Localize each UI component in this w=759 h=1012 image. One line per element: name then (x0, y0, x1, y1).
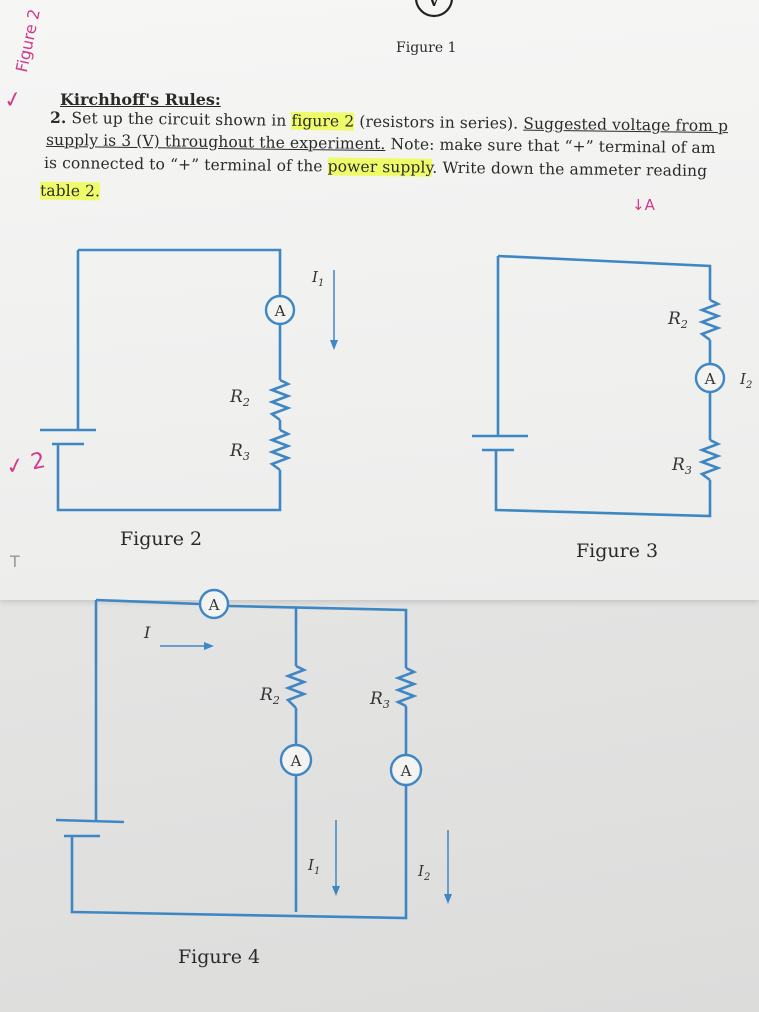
margin-t-note: T (10, 552, 20, 571)
figure3-ammeter-label: A (704, 370, 716, 388)
figure2-resistor-r3 (268, 428, 292, 472)
figure3-wires (494, 254, 712, 518)
figure3-ammeter (694, 362, 726, 394)
figure1-caption: Figure 1 (396, 40, 457, 56)
line1-underlined: Suggested voltage from p (523, 114, 729, 136)
figure4-caption: Figure 4 (178, 946, 261, 968)
figure2-ammeter (264, 294, 296, 326)
figure3-resistor-r3 (698, 438, 722, 482)
figure4-right-ammeter (389, 753, 423, 787)
figure4-i2-label: I2 (417, 862, 430, 883)
figure4-resistor-r3 (394, 666, 418, 708)
line1-text-b: (resistors in series). (354, 112, 524, 133)
figure4-i1-label: I1 (307, 856, 320, 877)
step-number: 2. (49, 107, 67, 128)
figure3-r2-label: R2 (667, 309, 688, 331)
figure4-r3-label: R3 (369, 689, 390, 711)
figure4-left-ammeter (279, 743, 313, 777)
figure2-battery (40, 428, 96, 446)
figure3-current-label: I2 (739, 370, 752, 391)
figure4-battery (55, 818, 125, 838)
figure3-resistor-r2 (698, 298, 722, 342)
instruction-line-4: table 2. (39, 181, 101, 201)
line3-text-a: is connected to “+” terminal of the (43, 153, 328, 176)
figure4-right-ammeter-label: A (400, 762, 412, 780)
figure2-arrowhead (330, 340, 338, 350)
figure4-main-ammeter-label: A (208, 596, 220, 614)
figure4-current-label: I (143, 623, 151, 642)
figure4-r2-label: R2 (259, 685, 280, 707)
line3-text-b: . Write down the ammeter reading (432, 158, 708, 181)
figure4-resistor-r2 (284, 664, 308, 709)
figure4-i1-arrowhead (332, 886, 340, 896)
figure4-arrowhead (204, 642, 214, 650)
figure4-circuit: A I A A R2 R3 I1 I2 (55, 588, 452, 920)
line4-highlight: table 2. (39, 181, 101, 201)
figure3-caption: Figure 3 (576, 540, 659, 562)
figure3-battery (472, 434, 528, 452)
margin-arrow-note: ↓A (632, 196, 655, 214)
worksheet-page (0, 0, 759, 600)
figure3-circuit: A R2 R3 I2 (472, 254, 752, 518)
figure4-i2-arrowhead (444, 894, 452, 904)
line1-highlight: figure 2 (291, 111, 355, 131)
figure2-circuit: A R2 R3 I1 (40, 248, 338, 512)
figure2-r2-label: R2 (229, 387, 250, 409)
figure2-current-label: I1 (311, 268, 324, 289)
line1-text-a: Set up the circuit shown in (71, 109, 292, 130)
figure4-wires (70, 598, 408, 920)
figure2-ammeter-label: A (274, 302, 286, 320)
figure3-r3-label: R3 (671, 455, 692, 477)
voltmeter-symbol: V (415, 0, 453, 18)
section-title: Kirchhoff's Rules: (60, 90, 221, 109)
figure2-resistor-r2 (268, 378, 292, 422)
figure2-caption: Figure 2 (120, 528, 203, 550)
figure2-wires (56, 248, 282, 512)
voltmeter-label: V (425, 0, 443, 12)
figure4-main-ammeter (198, 588, 230, 620)
figure2-r3-label: R3 (229, 441, 250, 463)
line3-highlight: power supply (327, 157, 433, 177)
figure4-left-ammeter-label: A (290, 752, 302, 770)
